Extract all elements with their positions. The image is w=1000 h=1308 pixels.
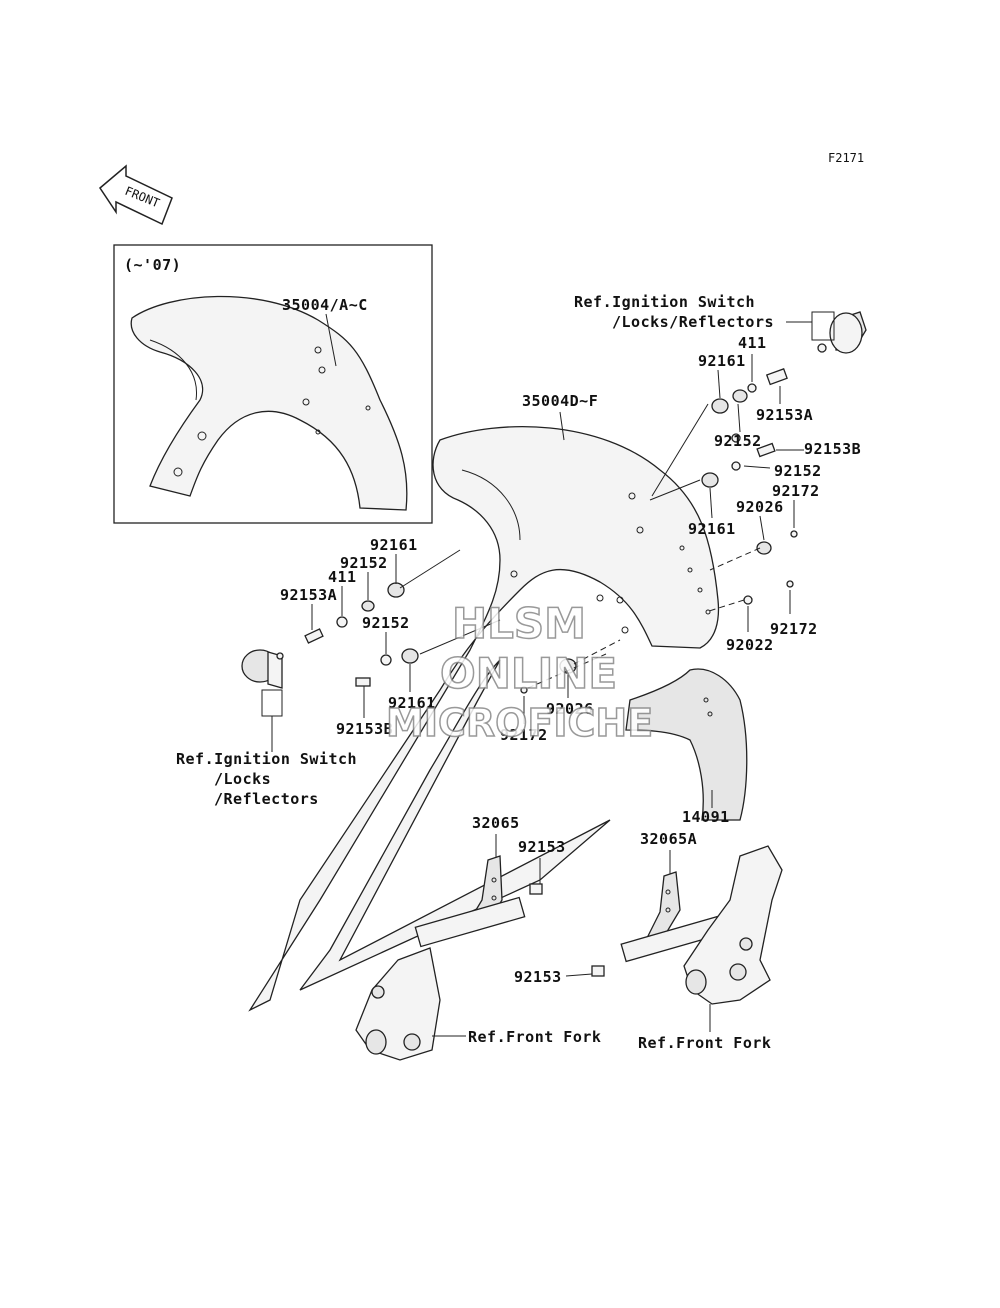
label-14091: 14091 — [682, 808, 730, 826]
ref-ign-left-line3: /Reflectors — [214, 790, 319, 808]
watermark-line1: HLSM — [452, 599, 586, 648]
main-fender — [248, 425, 720, 1012]
reflector-top-right — [811, 311, 867, 354]
label-92153-a: 92153 — [518, 838, 566, 856]
label-92022: 92022 — [726, 636, 774, 654]
watermark: HLSM ONLINE MICROFICHE — [385, 598, 654, 746]
watermark-line2: ONLINE — [440, 649, 617, 698]
label-32065: 32065 — [472, 814, 520, 832]
bracket-32065 — [414, 855, 526, 948]
label-92026-right: 92026 — [736, 498, 784, 516]
label-92152-left: 92152 — [340, 554, 388, 572]
label-92161-top: 92161 — [698, 352, 746, 370]
label-92172-right1: 92172 — [772, 482, 820, 500]
bracket-32065a — [591, 871, 724, 977]
label-92152-left2: 92152 — [362, 614, 410, 632]
diagram-code: F2171 — [828, 151, 864, 165]
inset-note: (~'07) — [124, 256, 181, 274]
ref-ign-left-line2: /Locks — [214, 770, 271, 788]
label-92153a-right: 92153A — [756, 406, 813, 424]
label-92161-right: 92161 — [688, 520, 736, 538]
ref-fork-right: Ref.Front Fork — [638, 1034, 771, 1052]
label-92153b-left: 92153B — [336, 720, 393, 738]
front-fork-left — [355, 947, 441, 1061]
label-92026-center: 92026 — [546, 700, 594, 718]
front-arrow-icon: FRONT — [99, 164, 173, 226]
label-92172-right2: 92172 — [770, 620, 818, 638]
ref-ign-left-line1: Ref.Ignition Switch — [176, 750, 357, 768]
label-92153a-left: 92153A — [280, 586, 337, 604]
label-411-left: 411 — [328, 568, 357, 586]
hardware-top-right — [701, 343, 827, 605]
front-fork-right — [683, 845, 783, 1005]
ref-ign-top-line2: /Locks/Reflectors — [612, 313, 774, 331]
label-35004-ac: 35004/A~C — [282, 296, 368, 314]
label-92153b-right: 92153B — [804, 440, 861, 458]
inset-fender — [130, 295, 408, 511]
inner-fender-14091 — [625, 668, 748, 821]
label-92153-b: 92153 — [514, 968, 562, 986]
label-92152-right2: 92152 — [774, 462, 822, 480]
label-92152-right1: 92152 — [714, 432, 762, 450]
label-411-top: 411 — [738, 334, 767, 352]
inset-box — [113, 244, 433, 524]
label-32065a: 32065A — [640, 830, 697, 848]
ref-fork-left: Ref.Front Fork — [468, 1028, 601, 1046]
label-92161-left: 92161 — [370, 536, 418, 554]
watermark-line3: MICROFICHE — [386, 701, 653, 745]
hardware-left — [276, 582, 577, 694]
ref-ign-top-line1: Ref.Ignition Switch — [574, 293, 755, 311]
label-92161-left2: 92161 — [388, 694, 436, 712]
reflector-left — [241, 649, 283, 717]
label-92172-center: 92172 — [500, 726, 548, 744]
label-35004-df: 35004D~F — [522, 392, 598, 410]
